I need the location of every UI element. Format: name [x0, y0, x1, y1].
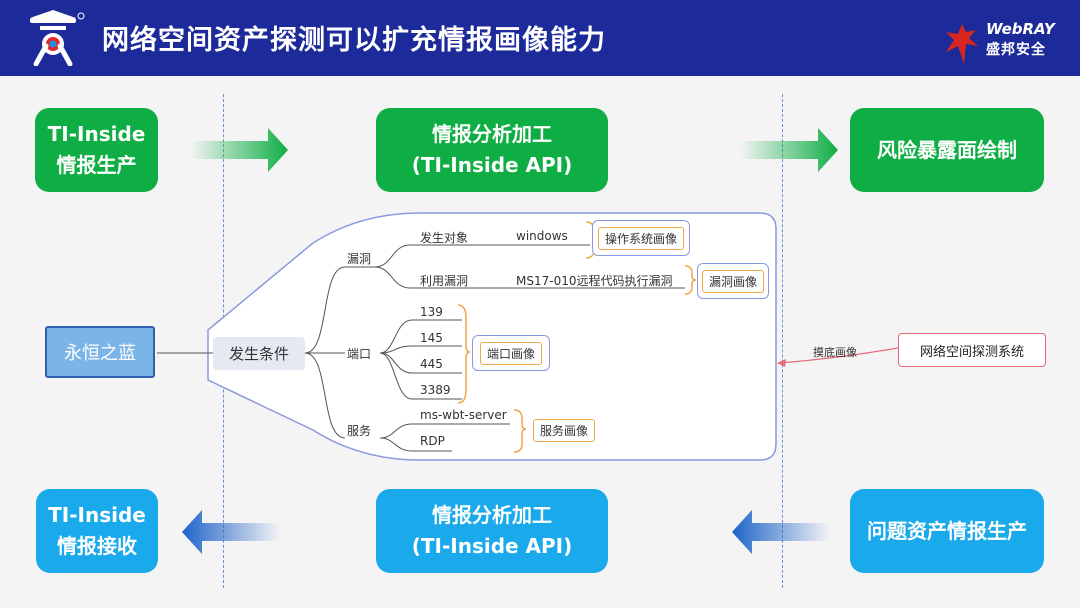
webray-logo-icon	[946, 24, 978, 64]
cyberspace-detection-system: 网络空间探测系统	[898, 333, 1046, 367]
branch-service: 服务	[347, 424, 372, 438]
port-item: 3389	[420, 383, 451, 397]
ti-inside-production-box: TI-Inside 情报生产	[35, 108, 158, 192]
box-line: 风险暴露面绘制	[877, 137, 1017, 162]
service-profile-tag: 服务画像	[533, 419, 596, 442]
box-line: TI-Inside	[48, 503, 146, 527]
arrow-right-icon	[190, 128, 288, 172]
header-bar: 网络空间资产探测可以扩充情报画像能力 WebRAY 盛邦安全	[0, 0, 1080, 76]
service-item: ms-wbt-server	[420, 408, 507, 422]
risk-exposure-box: 风险暴露面绘制	[850, 108, 1044, 192]
box-line: (TI-Inside API)	[411, 534, 573, 558]
divider-right	[782, 94, 783, 588]
os-profile-tag: 操作系统画像	[598, 227, 685, 250]
branch-vuln: 漏洞	[347, 252, 372, 266]
problem-asset-intel-box: 问题资产情报生产	[850, 489, 1044, 573]
vuln-profile-tag: 漏洞画像	[702, 270, 765, 293]
port-item: 445	[420, 357, 443, 371]
arrow-left-icon	[182, 510, 280, 554]
service-item: RDP	[420, 434, 445, 448]
port-item: 139	[420, 305, 443, 319]
box-line: 情报生产	[56, 153, 137, 177]
arrow-left-icon	[732, 510, 830, 554]
port-item: 145	[420, 331, 443, 345]
page-title: 网络空间资产探测可以扩充情报画像能力	[102, 25, 606, 56]
box-line: 问题资产情报生产	[867, 518, 1027, 543]
vuln-item-value: windows	[516, 229, 568, 243]
vuln-item-label: 利用漏洞	[420, 274, 469, 288]
vuln-item-value: MS17-010远程代码执行漏洞	[516, 274, 673, 288]
intel-analysis-box-bottom: 情报分析加工 (TI-Inside API)	[376, 489, 608, 573]
box-line: TI-Inside	[47, 122, 146, 146]
mindmap-root: 永恒之蓝	[45, 326, 155, 378]
box-line: 情报接收	[57, 534, 137, 558]
webray-logo: WebRAY 盛邦安全	[942, 20, 1072, 66]
branch-port: 端口	[347, 347, 372, 361]
mindmap-center: 发生条件	[213, 337, 305, 370]
vuln-item-label: 发生对象	[420, 231, 469, 245]
ti-inside-receive-box: TI-Inside 情报接收	[36, 489, 158, 573]
brand-cn: 盛邦安全	[986, 42, 1046, 58]
arrow-right-icon	[740, 128, 838, 172]
box-line: 情报分析加工	[432, 503, 552, 527]
box-line: 情报分析加工	[432, 122, 552, 146]
company-logo-icon	[30, 10, 85, 66]
baseline-profile-label: 摸底画像	[813, 346, 857, 359]
box-line: (TI-Inside API)	[411, 153, 573, 177]
brand-en: WebRAY	[986, 20, 1055, 38]
intel-analysis-box-top: 情报分析加工 (TI-Inside API)	[376, 108, 608, 192]
port-profile-tag: 端口画像	[480, 342, 543, 365]
